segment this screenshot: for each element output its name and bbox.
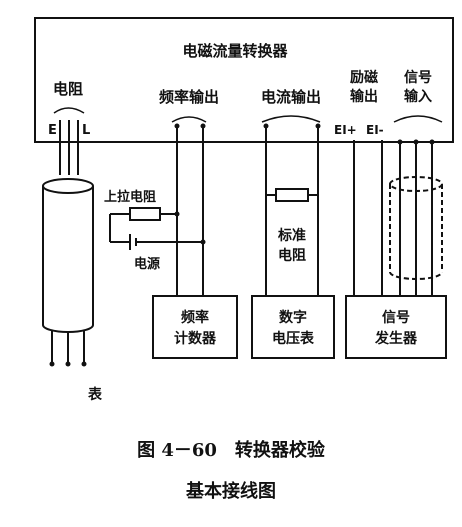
- caption-line2: 基本接线图: [185, 480, 276, 502]
- meter-label: 表: [87, 386, 103, 403]
- current-out-label: 电流输出: [261, 88, 321, 106]
- generator-box: [345, 295, 447, 359]
- svg-text:信号: 信号: [382, 309, 410, 326]
- terminal-ei-plus: EI+: [334, 123, 357, 137]
- pullup-label: 上拉电阻: [104, 189, 156, 205]
- terminal-e: E: [48, 123, 57, 138]
- terminal-l: L: [82, 123, 90, 138]
- standard-resistor: [275, 188, 309, 202]
- caption-line1: 图 4－60 转换器校验: [137, 439, 326, 461]
- svg-text:电压表: 电压表: [272, 330, 315, 347]
- shielded-cable: [389, 176, 443, 280]
- converter-title: 电磁流量转换器: [182, 42, 288, 60]
- svg-text:数字: 数字: [279, 309, 307, 326]
- svg-text:电阻: 电阻: [278, 247, 306, 264]
- freq-counter-box: [152, 295, 238, 359]
- resistance-label: 电阻: [53, 80, 83, 98]
- freq-out-label: 频率输出: [159, 88, 219, 106]
- signal-in-bracket: [393, 115, 443, 123]
- pullup-resistor: [129, 207, 161, 221]
- resistance-bracket: [53, 107, 85, 114]
- svg-text:信号: 信号: [404, 69, 432, 86]
- svg-text:发生器: 发生器: [374, 330, 418, 347]
- power-label: 电源: [134, 256, 160, 272]
- svg-text:标准: 标准: [277, 227, 306, 244]
- svg-text:频率: 频率: [181, 309, 209, 326]
- freq-out-bracket: [171, 116, 207, 123]
- flow-meter-tube: [42, 178, 94, 333]
- svg-text:输入: 输入: [404, 88, 432, 105]
- svg-text:输出: 输出: [350, 88, 378, 105]
- converter-box: [34, 17, 454, 143]
- svg-text:励磁: 励磁: [350, 69, 378, 86]
- voltmeter-box: [251, 295, 335, 359]
- terminal-ei-minus: EI-: [366, 123, 384, 137]
- svg-text:计数器: 计数器: [174, 330, 217, 347]
- current-out-bracket: [261, 115, 321, 123]
